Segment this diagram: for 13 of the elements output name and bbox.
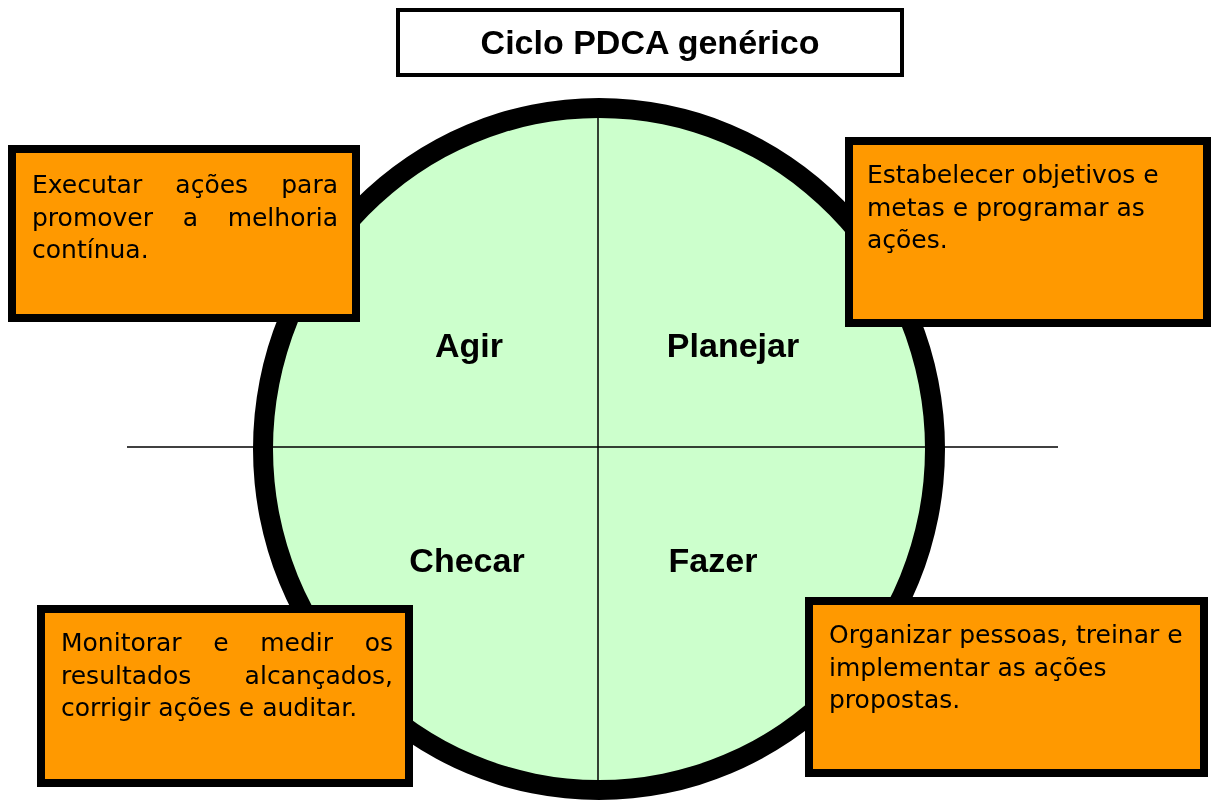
note-box	[37, 605, 413, 787]
note-text: Estabelecer objetivos e metas e programar as ações.	[867, 159, 1160, 256]
note-text: Executar ações para promover a melhoria contínua.	[32, 169, 338, 266]
quadrant-label: Agir	[435, 325, 503, 365]
title-box: Ciclo PDCA genérico	[396, 8, 904, 77]
quadrant-label: Planejar	[666, 325, 800, 365]
note-box	[845, 137, 1211, 327]
quadrant-label: Fazer	[668, 540, 758, 580]
note-box	[8, 145, 360, 322]
note-text: Organizar pessoas, treinar e implementar as ações propostas.	[829, 619, 1184, 716]
note-box	[805, 597, 1208, 777]
quadrant-label: Checar	[409, 540, 525, 580]
note-text: Monitorar e medir os resultados alcançados, corrigir ações e auditar.	[61, 627, 393, 724]
